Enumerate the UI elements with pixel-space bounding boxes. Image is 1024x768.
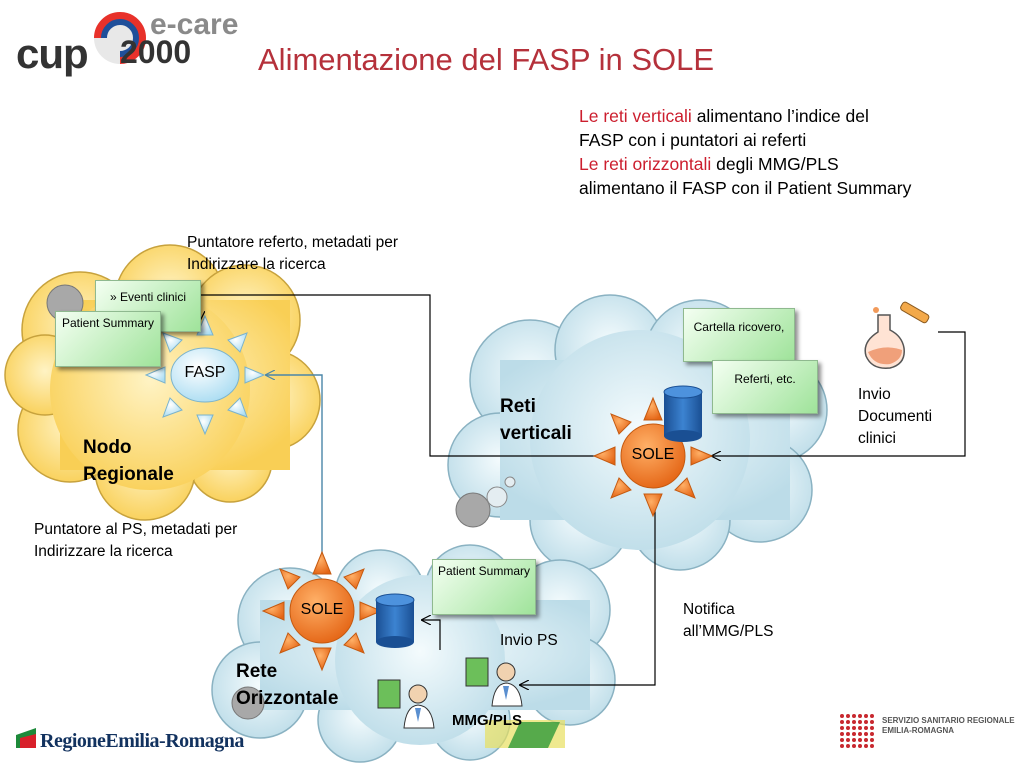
- nodo-regionale-line1: Nodo: [83, 437, 132, 458]
- database-icon-verticali: [663, 385, 703, 442]
- ecare-logo-text: e-care: [150, 8, 239, 41]
- ssr-logo-text: SERVIZIO SANITARIO REGIONALE EMILIA-ROMA…: [882, 716, 1015, 736]
- intro-line-4: alimentano il FASP con il Patient Summar…: [579, 178, 912, 198]
- arrow-invio-documenti: [712, 331, 966, 456]
- reti-verticali-line2: verticali: [500, 423, 572, 444]
- intro-rest-3: degli MMG/PLS: [711, 154, 839, 174]
- partner-logo-mark: [485, 720, 565, 748]
- regione-logo-mark: [16, 728, 36, 748]
- connectors: [200, 294, 966, 685]
- puntatore-referto-label: Puntatore referto, metadati per Indirizz…: [187, 232, 398, 276]
- puntatore-ps-line1: Puntatore al PS, metadati per: [34, 521, 238, 538]
- ssr-logo-mark: [840, 714, 874, 748]
- doctor-icon-1: [465, 657, 523, 707]
- ssr-logo-line2: EMILIA-ROMAGNA: [882, 726, 954, 735]
- nodo-regionale-line2: Regionale: [83, 464, 174, 485]
- puntatore-referto-line1: Puntatore referto, metadati per: [187, 234, 399, 251]
- reti-verticali-line1: Reti: [500, 396, 536, 417]
- note-patient-summary-orizzontale: Patient Summary: [432, 559, 536, 615]
- invio-doc-line2: Documenti: [858, 408, 933, 425]
- arrow-notifica: [520, 505, 656, 685]
- mmg-pls-label: MMG/PLS: [452, 712, 522, 729]
- year-logo-text: 2000: [120, 34, 192, 70]
- intro-red-3: Le reti orizzontali: [579, 154, 712, 174]
- doctor-icon-2: [377, 679, 435, 729]
- sole-label-verticali: SOLE: [631, 446, 675, 463]
- intro-red-1: Le reti verticali: [579, 106, 692, 126]
- puntatore-ps-label: Puntatore al PS, metadati per Indirizzar…: [34, 519, 237, 563]
- intro-line-2: FASP con i puntatori ai referti: [579, 130, 807, 150]
- flask-icon: [864, 301, 930, 369]
- note-referti: Referti, etc.: [712, 360, 818, 414]
- invio-ps-label: Invio PS: [500, 632, 558, 649]
- invio-documenti-label: Invio Documenti clinici: [858, 384, 932, 450]
- rete-orizzontale-line2: Orizzontale: [236, 688, 339, 709]
- fasp-sun: [144, 314, 266, 436]
- database-icon-orizzontale: [375, 593, 415, 648]
- notifica-label: Notifica all’MMG/PLS: [683, 599, 773, 643]
- intro-text: Le reti verticali alimentano l’indice de…: [579, 104, 1019, 200]
- regione-logo-text: RegioneEmilia-Romagna: [40, 730, 244, 752]
- intro-rest-1: alimentano l’indice del: [691, 106, 869, 126]
- fasp-label: FASP: [184, 364, 226, 381]
- sole-sun-orizzontale: [261, 550, 383, 672]
- ssr-logo-line1: SERVIZIO SANITARIO REGIONALE: [882, 716, 1015, 725]
- cup-logo-mark: [94, 12, 146, 64]
- nodo-regionale-label: Nodo Regionale: [83, 434, 174, 488]
- note-cartella-ricovero: Cartella ricovero,: [683, 308, 795, 362]
- notifica-line1: Notifica: [683, 601, 735, 618]
- arrow-invio-ps: [422, 620, 441, 650]
- note-patient-summary-regionale: Patient Summary: [55, 311, 161, 367]
- invio-doc-line1: Invio: [858, 386, 891, 403]
- notifica-line2: all’MMG/PLS: [683, 623, 774, 640]
- rete-orizzontale-line1: Rete: [236, 661, 278, 682]
- puntatore-referto-line2: Indirizzare la ricerca: [187, 256, 326, 273]
- rete-orizzontale-label: Rete Orizzontale: [236, 658, 338, 712]
- puntatore-ps-line2: Indirizzare la ricerca: [34, 543, 173, 560]
- slide-title: Alimentazione del FASP in SOLE: [258, 42, 715, 77]
- cup-logo-text: cup: [16, 30, 89, 77]
- sole-label-orizzontale: SOLE: [300, 601, 344, 618]
- reti-verticali-label: Reti verticali: [500, 393, 572, 447]
- arrow-sole-to-fasp-blue: [266, 375, 323, 560]
- invio-doc-line3: clinici: [858, 430, 896, 447]
